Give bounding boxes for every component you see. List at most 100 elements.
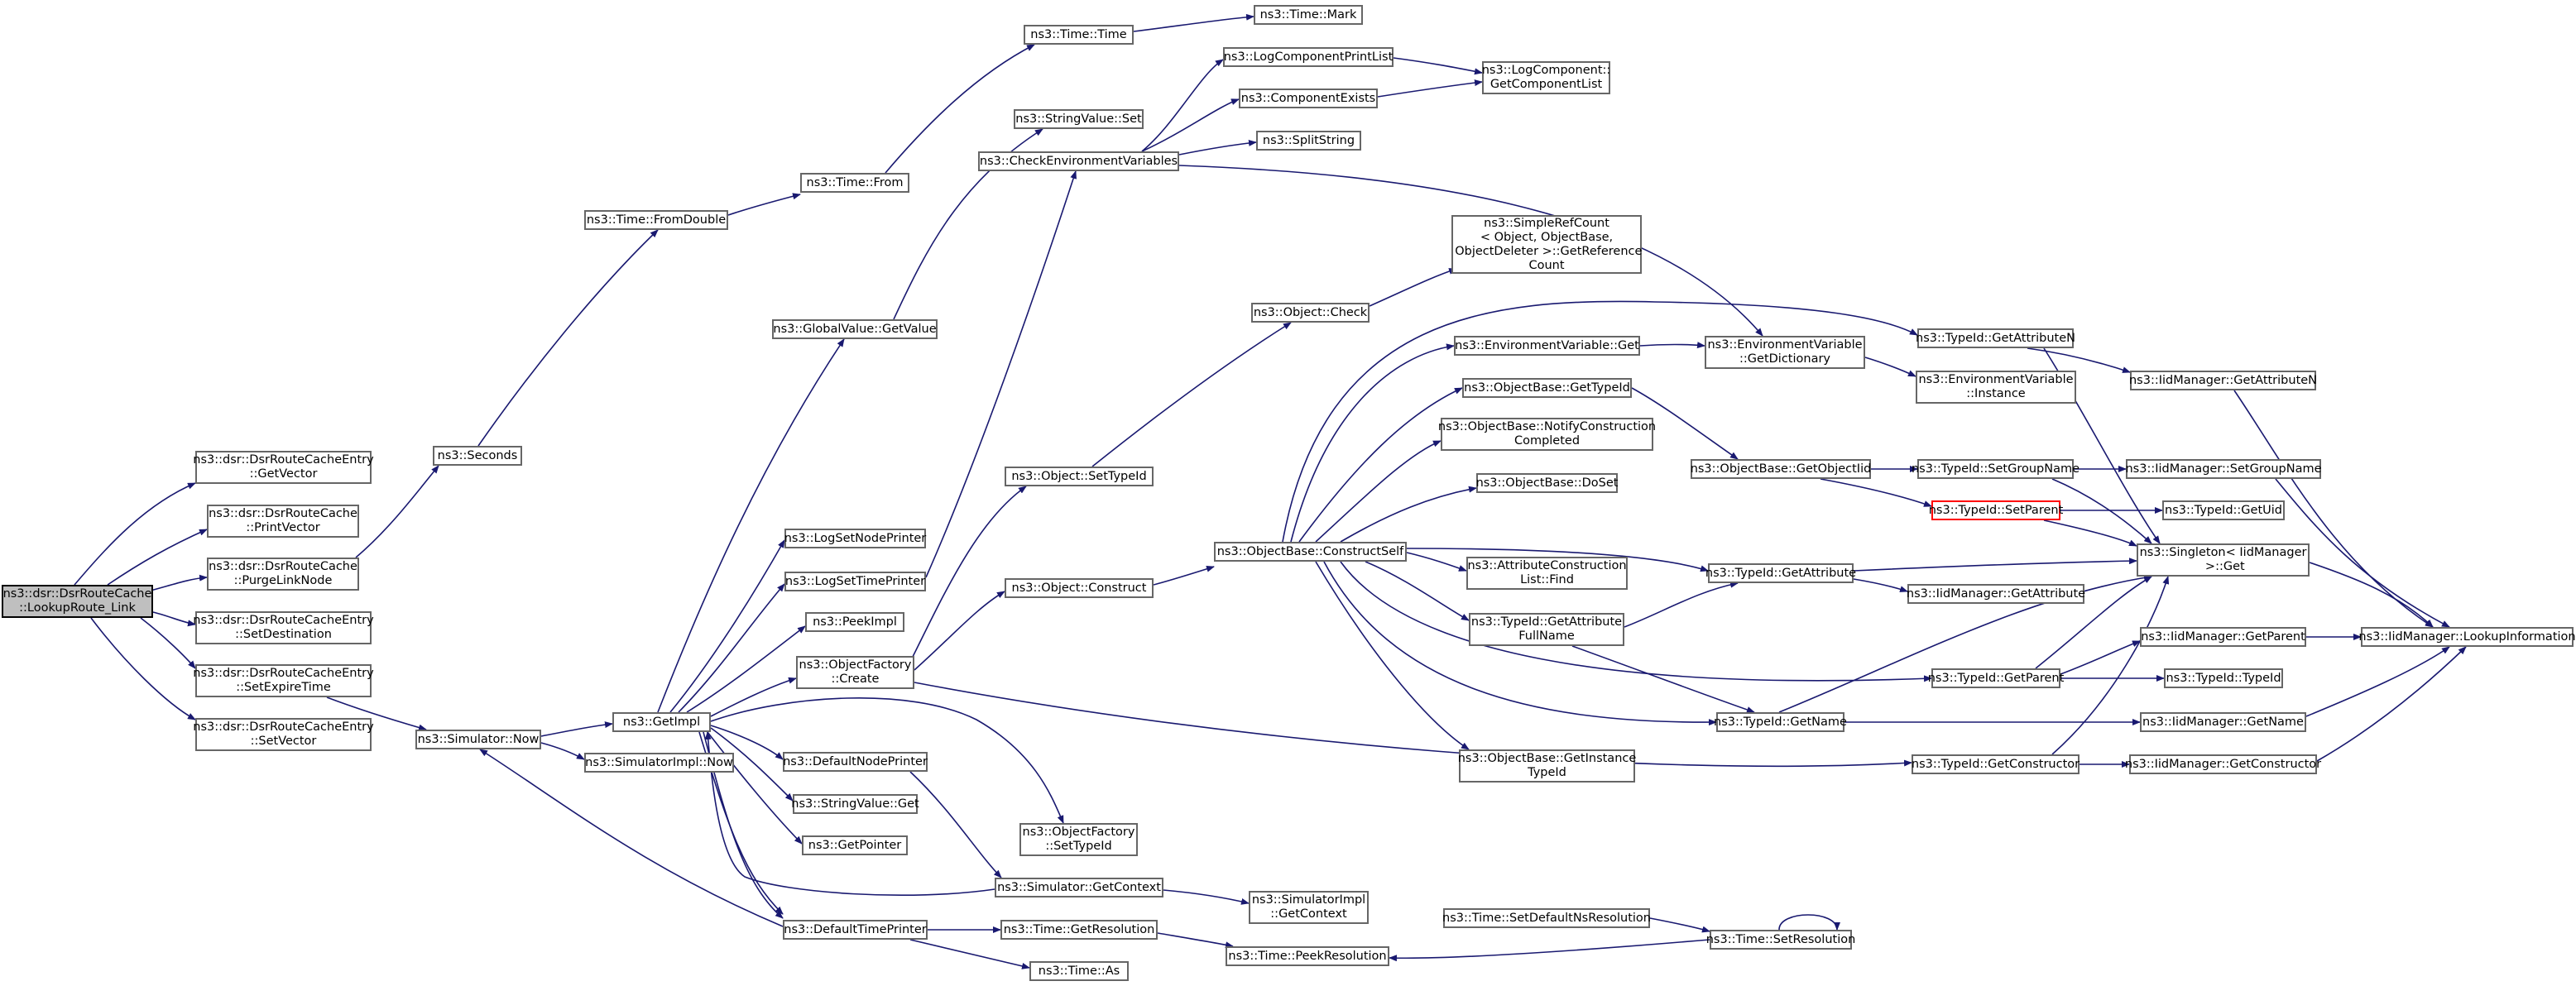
node-dsrroutecacheentry-setexpiretime[interactable]: ns3::dsr::DsrRouteCacheEntry ::SetExpire… (193, 664, 374, 697)
node-environmentvariable-instance[interactable]: ns3::EnvironmentVariable ::Instance (1916, 371, 2076, 404)
call-edge-n25-30 (909, 486, 1027, 663)
call-edge-n40-48 (1315, 440, 1442, 543)
node-logsetnodeprinter[interactable]: ns3::LogSetNodePrinter (784, 529, 926, 548)
call-edge-n50-65 (1853, 578, 1908, 592)
node-time-time[interactable]: ns3::Time::Time (1024, 25, 1134, 45)
node-iidmanager-getconstructor[interactable]: ns3::IidManager::GetConstructor (2125, 754, 2321, 774)
node-time-fromdouble[interactable]: ns3::Time::FromDouble (584, 210, 728, 230)
call-edge-n33-35 (1163, 889, 1250, 905)
node-typeid-typeid[interactable]: ns3::TypeId::TypeId (2164, 668, 2283, 688)
node-time-peekresolution[interactable]: ns3::Time::PeekResolution (1226, 946, 1389, 966)
node-iidmanager-lookupinformation[interactable]: ns3::IidManager::LookupInformation (2358, 627, 2576, 647)
node-time-setdefaultnsresolution[interactable]: ns3::Time::SetDefaultNsResolution (1442, 908, 1651, 928)
node-objectbase-constructself[interactable]: ns3::ObjectBase::ConstructSelf (1214, 542, 1407, 562)
node-objectbase-getobjectiid[interactable]: ns3::ObjectBase::GetObjectIid (1691, 459, 1871, 479)
node-splitstring[interactable]: ns3::SplitString (1256, 131, 1361, 151)
call-edge-n0-3 (152, 611, 196, 627)
call-edge-n40-56 (1282, 300, 1918, 543)
call-edge-n62-83 (2275, 478, 2450, 628)
node-typeid-getattributefullname[interactable]: ns3::TypeId::GetAttribute FullName (1469, 613, 1624, 646)
node-object-construct[interactable]: ns3::Object::Construct (1005, 578, 1154, 598)
node-simulatorimpl-getcontext[interactable]: ns3::SimulatorImpl ::GetContext (1249, 891, 1369, 924)
node-iidmanager-getname[interactable]: ns3::IidManager::GetName (2140, 712, 2306, 732)
node-componentexists[interactable]: ns3::ComponentExists (1239, 89, 1378, 108)
node-time-as[interactable]: ns3::Time::As (1029, 961, 1129, 981)
node-typeid-setgroupname[interactable]: ns3::TypeId::SetGroupName (1912, 459, 2080, 479)
node-logcomponent-getcomponentlist[interactable]: ns3::LogComponent:: GetComponentList (1482, 61, 1610, 94)
node-time-mark[interactable]: ns3::Time::Mark (1254, 5, 1363, 25)
node-object-check[interactable]: ns3::Object::Check (1251, 303, 1370, 323)
call-edge-n48-61 (1864, 357, 1916, 377)
node-dsrroutecache-purgelinknode[interactable]: ns3::dsr::DsrRouteCache ::PurgeLinkNode (207, 558, 359, 591)
call-edge-n40-53 (1323, 561, 1717, 726)
node-defaultnodeprinter[interactable]: ns3::DefaultNodePrinter (783, 752, 928, 772)
node-logcomponentprintlist[interactable]: ns3::LogComponentPrintList (1223, 47, 1394, 67)
node-attributeconstructionlist-find[interactable]: ns3::AttributeConstruction List::Find (1466, 557, 1628, 590)
call-edge-n10-11 (1133, 13, 1254, 32)
node-environmentvariable-getdictionary[interactable]: ns3::EnvironmentVariable ::GetDictionary (1705, 336, 1865, 369)
call-edge-n13-14 (657, 338, 845, 713)
call-edge-n26-33 (909, 771, 1002, 878)
node-typeid-getparent[interactable]: ns3::TypeId::GetParent (1928, 668, 2064, 688)
call-edge-n3-6 (355, 465, 439, 558)
node-simulatorimpl-now[interactable]: ns3::SimulatorImpl::Now (584, 753, 734, 773)
call-edge-n59-78 (2060, 640, 2141, 675)
call-edge-n57-76 (2043, 519, 2137, 547)
call-edge-n13-16 (678, 583, 785, 713)
call-edge-n13-24 (710, 697, 1064, 824)
node-globalvalue-getvalue[interactable]: ns3::GlobalValue::GetValue (772, 319, 938, 339)
node-dsrroutecacheentry-getvector[interactable]: ns3::dsr::DsrRouteCacheEntry ::GetVector (193, 451, 374, 484)
node-object-settypeid[interactable]: ns3::Object::SetTypeId (1005, 467, 1154, 486)
call-edge-n40-52 (1315, 561, 1470, 750)
node-simplerefcount-getreferencecount[interactable]: ns3::SimpleRefCount < Object, ObjectBase… (1451, 215, 1642, 274)
node-iidmanager-getattribute[interactable]: ns3::IidManager::GetAttribute (1907, 584, 2085, 604)
node-dsrroutecacheentry-setdestination[interactable]: ns3::dsr::DsrRouteCacheEntry ::SetDestin… (193, 611, 374, 644)
node-typeid-getname[interactable]: ns3::TypeId::GetName (1714, 712, 1847, 732)
node-objectbase-getinstancetypeid[interactable]: ns3::ObjectBase::GetInstance TypeId (1458, 749, 1636, 783)
node-typeid-getuid[interactable]: ns3::TypeId::GetUid (2162, 500, 2285, 520)
node-time-from[interactable]: ns3::Time::From (800, 173, 909, 193)
node-environmentvariable-get[interactable]: ns3::EnvironmentVariable::Get (1454, 336, 1640, 356)
node-seconds[interactable]: ns3::Seconds (433, 446, 522, 466)
node-typeid-getconstructor[interactable]: ns3::TypeId::GetConstructor (1912, 754, 2080, 774)
call-edge-n53-68 (1389, 939, 1710, 962)
call-edge-n40-54 (1340, 561, 1932, 682)
node-typeid-getattributen[interactable]: ns3::TypeId::GetAttributeN (1916, 328, 2075, 348)
call-edge-n13-21 (707, 731, 803, 845)
call-edge-n46-59 (1624, 581, 1739, 628)
node-iidmanager-getparent[interactable]: ns3::IidManager::GetParent (2140, 627, 2306, 647)
node-singleton-iidmanager-get[interactable]: ns3::Singleton< IidManager >::Get (2137, 543, 2310, 577)
node-defaulttimeprinter[interactable]: ns3::DefaultTimePrinter (783, 920, 928, 940)
call-edge-n7-8 (477, 229, 659, 447)
node-objectbase-doset[interactable]: ns3::ObjectBase::DoSet (1476, 473, 1618, 493)
node-objectfactory-create[interactable]: ns3::ObjectFactory ::Create (796, 656, 914, 689)
node-getimpl[interactable]: ns3::GetImpl (612, 712, 711, 732)
node-time-setresolution[interactable]: ns3::Time::SetResolution (1706, 930, 1855, 950)
call-edge-n54-71 (2027, 347, 2131, 373)
node-dsrroutecache-printvector[interactable]: ns3::dsr::DsrRouteCache ::PrintVector (207, 505, 359, 538)
node-typeid-setparent[interactable]: ns3::TypeId::SetParent (1929, 500, 2063, 520)
node-iidmanager-getattributen[interactable]: ns3::IidManager::GetAttributeN (2129, 371, 2317, 390)
node-stringvalue-get[interactable]: ns3::StringValue::Get (791, 794, 919, 814)
node-peekimpl[interactable]: ns3::PeekImpl (805, 612, 904, 632)
call-edge-n18-41 (1393, 57, 1483, 75)
node-objectfactory-settypeid[interactable]: ns3::ObjectFactory ::SetTypeId (1019, 823, 1138, 856)
node-typeid-getattribute[interactable]: ns3::TypeId::GetAttribute (1705, 563, 1856, 583)
node-iidmanager-setgroupname[interactable]: ns3::IidManager::SetGroupName (2125, 459, 2322, 479)
node-logsettimeprinter[interactable]: ns3::LogSetTimePrinter (784, 572, 926, 591)
node-dsrroutecacheentry-setvector[interactable]: ns3::dsr::DsrRouteCacheEntry ::SetVector (193, 718, 374, 751)
node-objectbase-notifyconstructioncompleted[interactable]: ns3::ObjectBase::NotifyConstruction Comp… (1438, 418, 1656, 451)
call-edge-n51-67 (1778, 574, 2152, 713)
node-stringvalue-set[interactable]: ns3::StringValue::Set (1014, 109, 1144, 129)
node-simulator-getcontext[interactable]: ns3::Simulator::GetContext (995, 878, 1163, 897)
node-objectbase-gettypeid[interactable]: ns3::ObjectBase::GetTypeId (1462, 378, 1632, 398)
node-checkenvironmentvariables[interactable]: ns3::CheckEnvironmentVariables (978, 151, 1179, 171)
call-edge-n68-86 (2316, 646, 2467, 762)
call-edge-n17-40 (1178, 165, 1763, 337)
node-time-getresolution[interactable]: ns3::Time::GetResolution (1000, 920, 1158, 940)
call-edge-n38-45 (1369, 268, 1457, 307)
call-edge-n12-12 (540, 721, 613, 737)
node-simulator-now[interactable]: ns3::Simulator::Now (415, 730, 541, 749)
node-getpointer[interactable]: ns3::GetPointer (802, 835, 908, 855)
